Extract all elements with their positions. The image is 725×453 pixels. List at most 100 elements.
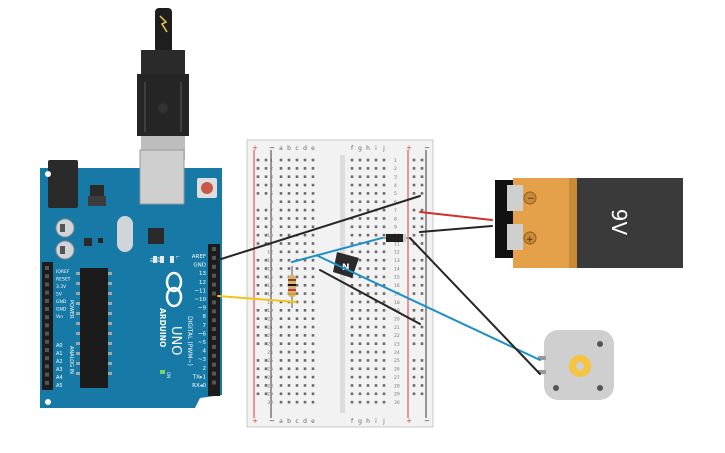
breadboard-hole[interactable]	[287, 175, 291, 178]
breadboard[interactable]	[246, 139, 434, 428]
breadboard-hole[interactable]	[350, 309, 354, 312]
rail-hole[interactable]	[264, 258, 268, 262]
breadboard-hole[interactable]	[311, 283, 315, 287]
rail-hole[interactable]	[256, 367, 260, 371]
header-pin[interactable]	[45, 356, 49, 361]
header-pin[interactable]	[45, 315, 49, 320]
breadboard-hole[interactable]	[350, 158, 354, 162]
breadboard-hole[interactable]	[295, 175, 299, 178]
breadboard-hole[interactable]	[287, 183, 291, 187]
breadboard-hole[interactable]	[374, 384, 378, 387]
breadboard-hole[interactable]	[350, 225, 354, 229]
breadboard-hole[interactable]	[311, 275, 315, 279]
breadboard-hole[interactable]	[366, 175, 370, 178]
breadboard-hole[interactable]	[295, 250, 299, 254]
breadboard-hole[interactable]	[350, 283, 354, 287]
breadboard-hole[interactable]	[374, 183, 378, 187]
breadboard-hole[interactable]	[279, 175, 283, 178]
breadboard-hole[interactable]	[279, 400, 283, 404]
rail-hole[interactable]	[264, 292, 268, 295]
rail-hole[interactable]	[264, 283, 268, 287]
breadboard-hole[interactable]	[350, 300, 354, 304]
breadboard-hole[interactable]	[382, 242, 386, 245]
rail-hole[interactable]	[412, 283, 416, 287]
breadboard-hole[interactable]	[374, 300, 378, 304]
header-pin[interactable]	[212, 336, 216, 340]
rail-hole[interactable]	[420, 225, 424, 229]
breadboard-hole[interactable]	[366, 208, 370, 212]
breadboard-hole[interactable]	[287, 267, 291, 270]
breadboard-hole[interactable]	[358, 350, 362, 354]
breadboard-hole[interactable]	[350, 342, 354, 345]
rail-hole[interactable]	[256, 275, 260, 279]
breadboard-hole[interactable]	[350, 175, 354, 178]
breadboard-hole[interactable]	[295, 192, 299, 195]
breadboard-hole[interactable]	[366, 392, 370, 396]
rail-hole[interactable]	[420, 367, 424, 371]
header-pin[interactable]	[212, 300, 216, 305]
breadboard-hole[interactable]	[311, 217, 315, 220]
header-pin[interactable]	[212, 282, 216, 287]
breadboard-hole[interactable]	[303, 267, 307, 270]
breadboard-hole[interactable]	[279, 275, 283, 279]
breadboard-hole[interactable]	[303, 334, 307, 337]
rail-hole[interactable]	[264, 317, 268, 320]
rail-hole[interactable]	[420, 375, 424, 379]
rail-hole[interactable]	[264, 267, 268, 270]
breadboard-hole[interactable]	[287, 208, 291, 212]
breadboard-hole[interactable]	[279, 217, 283, 220]
breadboard-hole[interactable]	[366, 400, 370, 404]
breadboard-hole[interactable]	[382, 158, 386, 162]
rail-hole[interactable]	[420, 283, 424, 287]
breadboard-hole[interactable]	[366, 334, 370, 337]
breadboard-hole[interactable]	[358, 342, 362, 345]
breadboard-hole[interactable]	[350, 292, 354, 295]
breadboard-hole[interactable]	[374, 267, 378, 270]
rail-hole[interactable]	[256, 242, 260, 245]
breadboard-hole[interactable]	[287, 192, 291, 195]
rail-hole[interactable]	[256, 183, 260, 187]
breadboard-hole[interactable]	[279, 342, 283, 345]
breadboard-hole[interactable]	[303, 375, 307, 379]
breadboard-hole[interactable]	[311, 167, 315, 170]
breadboard-hole[interactable]	[366, 375, 370, 379]
breadboard-hole[interactable]	[295, 309, 299, 312]
breadboard-hole[interactable]	[287, 250, 291, 254]
rail-hole[interactable]	[256, 283, 260, 287]
breadboard-hole[interactable]	[366, 275, 370, 279]
breadboard-hole[interactable]	[358, 384, 362, 387]
rail-hole[interactable]	[420, 183, 424, 187]
rail-hole[interactable]	[264, 167, 268, 170]
breadboard-hole[interactable]	[374, 317, 378, 320]
rail-hole[interactable]	[420, 309, 424, 312]
breadboard-hole[interactable]	[382, 342, 386, 345]
rail-hole[interactable]	[256, 392, 260, 396]
rail-hole[interactable]	[412, 384, 416, 387]
breadboard-hole[interactable]	[374, 242, 378, 245]
rail-hole[interactable]	[256, 375, 260, 379]
breadboard-hole[interactable]	[279, 292, 283, 295]
breadboard-hole[interactable]	[279, 208, 283, 212]
rail-hole[interactable]	[256, 384, 260, 387]
rail-hole[interactable]	[420, 267, 424, 270]
breadboard-hole[interactable]	[350, 200, 354, 204]
header-pin[interactable]	[45, 331, 49, 336]
rail-hole[interactable]	[256, 233, 260, 237]
breadboard-hole[interactable]	[295, 225, 299, 229]
breadboard-hole[interactable]	[358, 309, 362, 312]
breadboard-hole[interactable]	[287, 233, 291, 237]
breadboard-hole[interactable]	[366, 283, 370, 287]
breadboard-hole[interactable]	[279, 250, 283, 254]
breadboard-hole[interactable]	[382, 275, 386, 279]
breadboard-hole[interactable]	[366, 250, 370, 254]
breadboard-hole[interactable]	[287, 158, 291, 162]
breadboard-hole[interactable]	[374, 350, 378, 354]
breadboard-hole[interactable]	[366, 367, 370, 371]
breadboard-hole[interactable]	[358, 375, 362, 379]
rail-hole[interactable]	[420, 217, 424, 220]
rail-hole[interactable]	[412, 208, 416, 212]
rail-hole[interactable]	[420, 158, 424, 162]
breadboard-hole[interactable]	[295, 167, 299, 170]
rail-hole[interactable]	[412, 359, 416, 362]
breadboard-hole[interactable]	[287, 225, 291, 229]
